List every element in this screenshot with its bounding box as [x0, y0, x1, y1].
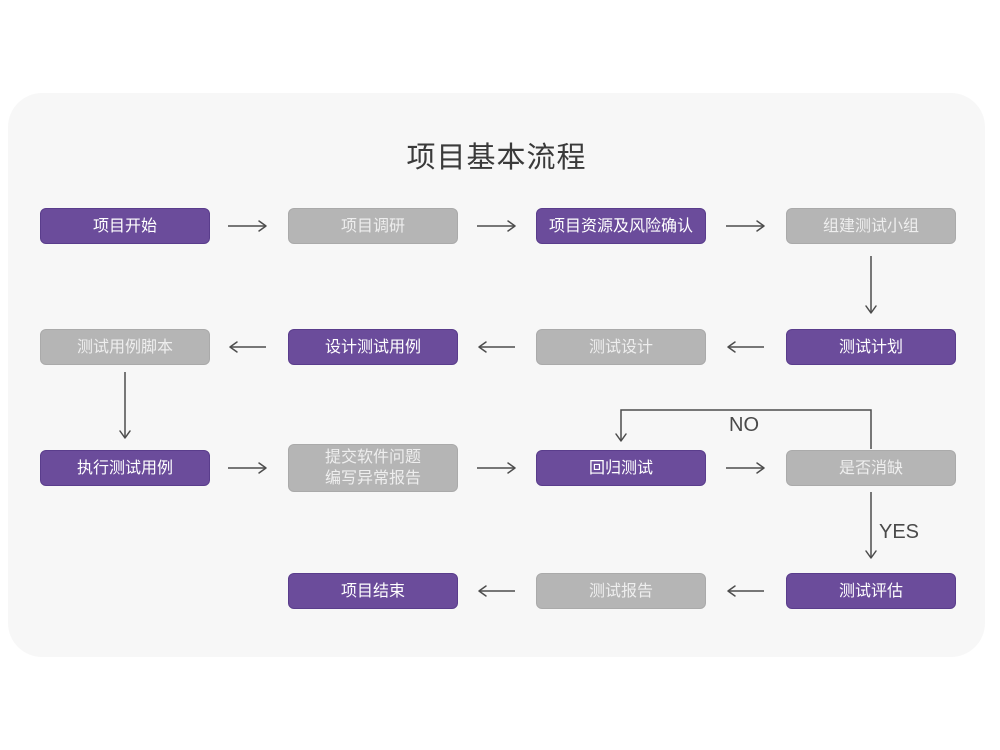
node-project-end: 项目结束 [288, 573, 458, 609]
node-test-case-script: 测试用例脚本 [40, 329, 210, 365]
edge-label-yes: YES [879, 521, 920, 543]
node-submit-issues-line1: 提交软件问题 [324, 449, 421, 466]
node-test-design: 测试设计 [536, 329, 706, 365]
node-project-research: 项目调研 [288, 208, 458, 244]
node-test-evaluation: 测试评估 [786, 573, 956, 609]
flowchart-card [8, 93, 985, 657]
node-defect-cleared: 是否消缺 [786, 450, 956, 486]
node-project-start: 项目开始 [40, 208, 210, 244]
node-test-report: 测试报告 [536, 573, 706, 609]
page-title: 项目基本流程 [406, 142, 587, 174]
node-execute-test-case: 执行测试用例 [40, 450, 210, 486]
node-resources-risk: 项目资源及风险确认 [536, 208, 706, 244]
node-regression-test: 回归测试 [536, 450, 706, 486]
edge-label-no: NO [729, 414, 759, 436]
node-submit-issues-line2: 编写异常报告 [324, 470, 421, 487]
node-build-test-team: 组建测试小组 [786, 208, 956, 244]
node-design-test-case: 设计测试用例 [288, 329, 458, 365]
node-test-plan: 测试计划 [786, 329, 956, 365]
node-submit-issues: 提交软件问题 编写异常报告 [288, 444, 458, 492]
